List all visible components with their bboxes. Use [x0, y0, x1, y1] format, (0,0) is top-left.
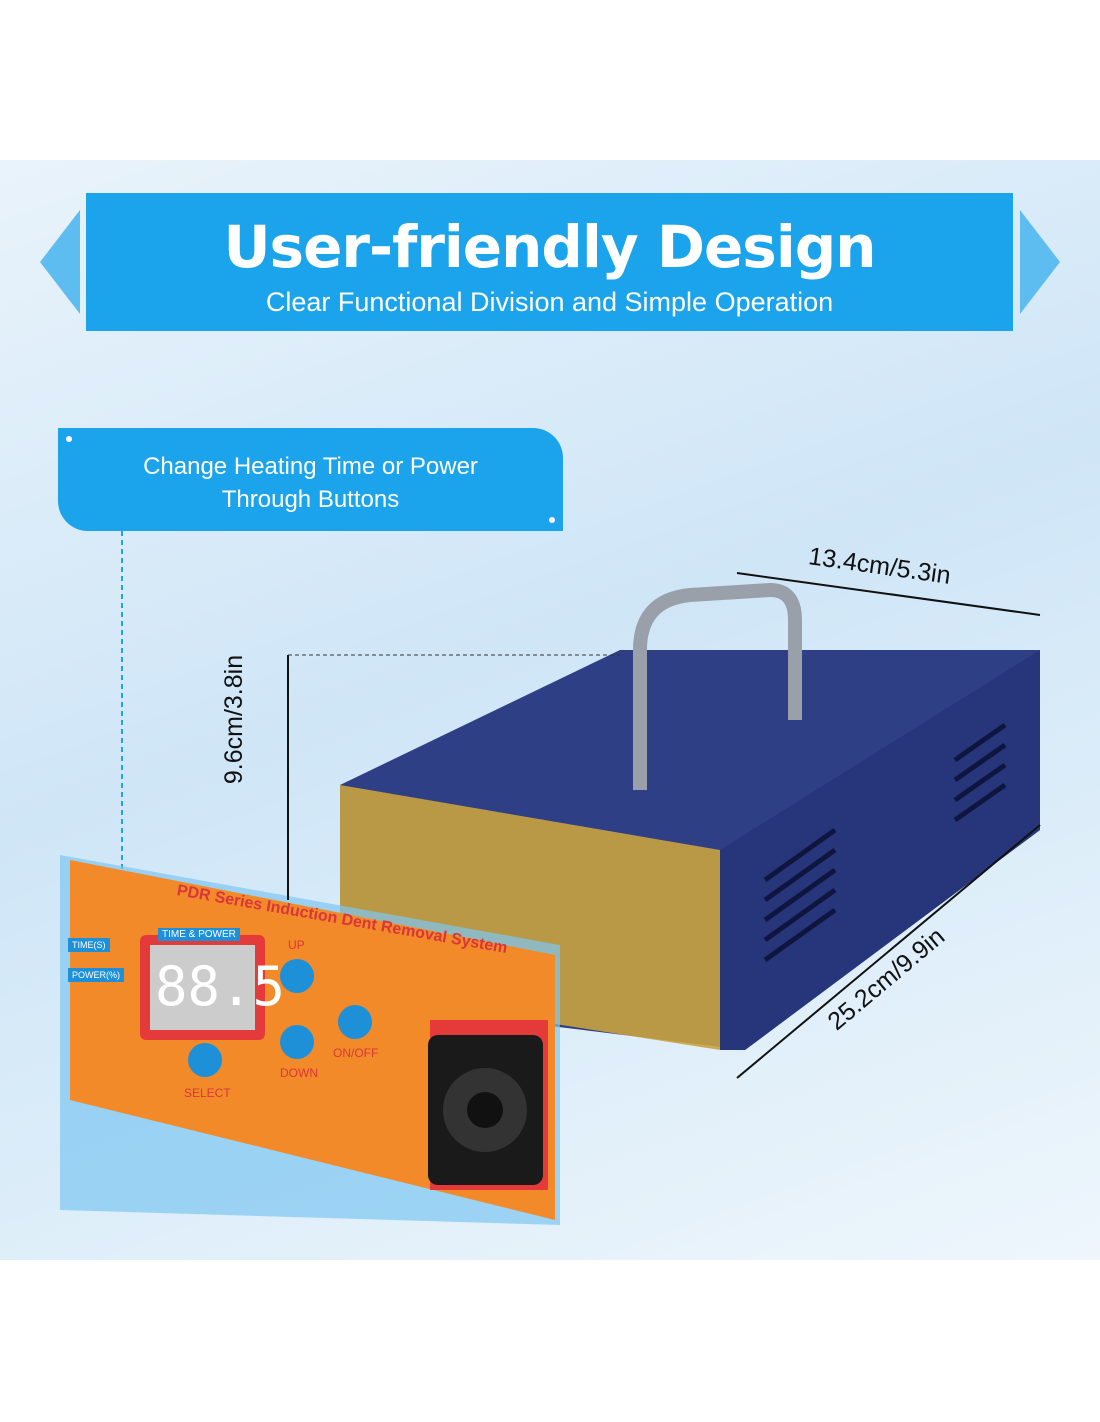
- dot-icon: [549, 517, 555, 523]
- height-dimension: 9.6cm/3.8in: [220, 654, 249, 785]
- select-label: SELECT: [184, 1086, 231, 1100]
- callout-line1: Change Heating Time or Power: [143, 453, 478, 480]
- left-arrow-icon: [40, 210, 80, 314]
- power-label: POWER(%): [68, 968, 124, 982]
- display-value: 88.5: [155, 955, 286, 1018]
- display-label: TIME & POWER: [158, 928, 240, 941]
- down-label: DOWN: [280, 1066, 318, 1080]
- handle: [633, 582, 802, 790]
- up-label: UP: [288, 938, 305, 952]
- callout-box: Change Heating Time or Power Through But…: [58, 428, 563, 531]
- callout-line2: Through Buttons: [221, 486, 400, 513]
- right-arrow-icon: [1020, 210, 1060, 314]
- case-side: [720, 650, 1040, 1050]
- time-label: TIME(S): [68, 938, 110, 952]
- title-banner: User-friendly Design Clear Functional Di…: [86, 193, 1013, 331]
- banner-subtitle: Clear Functional Division and Simple Ope…: [265, 287, 834, 317]
- dot-icon: [66, 436, 72, 442]
- banner-title: User-friendly Design: [223, 213, 876, 281]
- onoff-label: ON/OFF: [333, 1046, 379, 1060]
